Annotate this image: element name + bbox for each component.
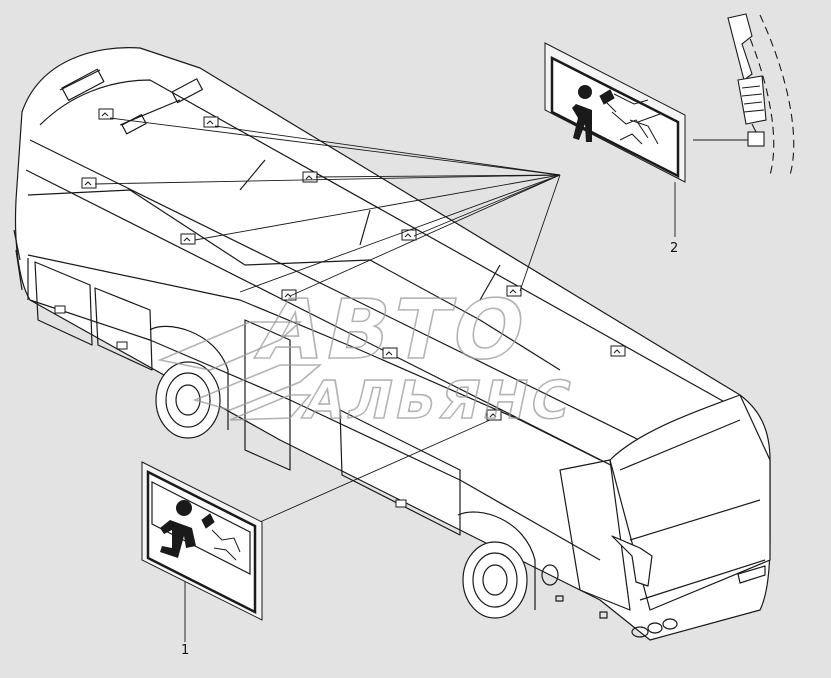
marker-sign <box>486 409 502 421</box>
callout-label-1: 1 <box>181 643 189 658</box>
emergency-exit-sign-2 <box>544 42 686 183</box>
marker-sign <box>506 285 522 297</box>
running-person-icon <box>160 500 196 558</box>
marker-sign <box>180 233 196 245</box>
marker-sign <box>98 108 114 120</box>
emergency-exit-sign-1 <box>141 461 263 621</box>
watermark-logo-icon <box>157 321 323 421</box>
marker-sign <box>382 347 398 359</box>
bus-outline <box>13 47 771 641</box>
hammer-holder-detail <box>727 13 795 176</box>
running-person-icon <box>572 85 592 142</box>
marker-sign <box>401 229 417 241</box>
marker-sign <box>610 345 626 357</box>
watermark-line-2: АЛЬЯНС <box>298 371 580 431</box>
marker-sign <box>302 171 318 183</box>
watermark: АВТО АЛЬЯНС <box>157 281 581 432</box>
marker-sign <box>203 116 219 128</box>
marker-sign <box>81 177 97 189</box>
window-hammer-icon <box>599 89 661 145</box>
watermark-line-1: АВТО <box>250 282 538 378</box>
window-hammer-icon <box>201 513 241 561</box>
leader-lines <box>94 117 750 642</box>
marker-sign <box>116 341 128 350</box>
exit-sign-markers <box>54 108 626 508</box>
marker-sign <box>54 305 66 314</box>
marker-sign <box>395 499 407 508</box>
callout-label-2: 2 <box>670 241 678 256</box>
